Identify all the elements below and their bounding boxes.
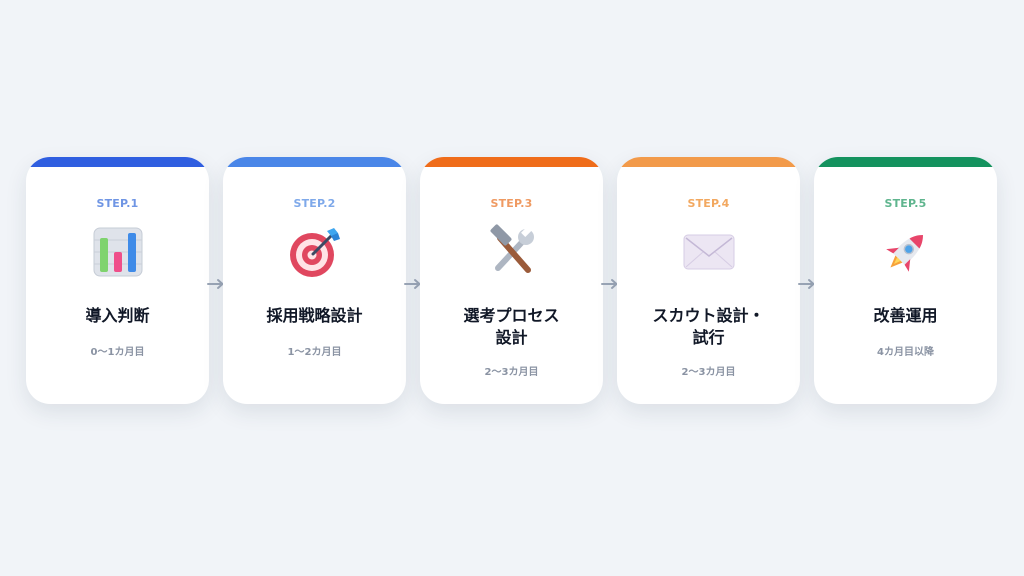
arrow-right-icon bbox=[404, 157, 421, 404]
step-flow: STEP.1 導入判断 0〜1カ月目 STEP.2 bbox=[26, 157, 997, 404]
arrow-right-icon bbox=[798, 157, 815, 404]
step-label: STEP.5 bbox=[884, 197, 927, 210]
step-card-2: STEP.2 採用戦略設計 1〜2カ月目 bbox=[223, 157, 406, 404]
step-color-bar bbox=[617, 157, 800, 167]
envelope-icon bbox=[681, 224, 737, 280]
arrow-right-icon bbox=[207, 157, 224, 404]
step-duration: 1〜2カ月目 bbox=[287, 347, 342, 358]
step-color-bar bbox=[26, 157, 209, 167]
step-label: STEP.1 bbox=[96, 197, 139, 210]
step-label: STEP.4 bbox=[687, 197, 730, 210]
rocket-icon bbox=[878, 224, 934, 280]
step-duration: 4カ月目以降 bbox=[877, 347, 934, 358]
step-title-line: スカウト設計・ bbox=[652, 306, 765, 325]
step-title: 改善運用 bbox=[824, 305, 987, 327]
step-color-bar bbox=[814, 157, 997, 167]
step-title-line: 設計 bbox=[495, 328, 528, 347]
step-title-line: 改善運用 bbox=[873, 306, 938, 325]
step-title-line: 選考プロセス bbox=[463, 306, 560, 325]
step-card-5: STEP.5 改善運用 4カ月目以降 bbox=[814, 157, 997, 404]
step-color-bar bbox=[223, 157, 406, 167]
step-label: STEP.2 bbox=[293, 197, 336, 210]
step-duration: 2〜3カ月目 bbox=[681, 367, 736, 378]
step-title: 採用戦略設計 bbox=[233, 305, 396, 327]
step-title-line: 導入判断 bbox=[85, 306, 150, 325]
step-label: STEP.3 bbox=[490, 197, 533, 210]
step-title-line: 採用戦略設計 bbox=[266, 306, 363, 325]
step-title: 導入判断 bbox=[36, 305, 199, 327]
step-title: 選考プロセス 設計 bbox=[430, 305, 593, 349]
step-title-line: 試行 bbox=[692, 328, 725, 347]
step-card-3: STEP.3 選考プロセス 設計 2〜3カ月目 bbox=[420, 157, 603, 404]
step-color-bar bbox=[420, 157, 603, 167]
step-duration: 2〜3カ月目 bbox=[484, 367, 539, 378]
arrow-right-icon bbox=[601, 157, 618, 404]
bar-chart-icon bbox=[90, 224, 146, 280]
step-card-4: STEP.4 スカウト設計・ 試行 2〜3カ月目 bbox=[617, 157, 800, 404]
step-title: スカウト設計・ 試行 bbox=[627, 305, 790, 349]
tools-icon bbox=[484, 224, 540, 280]
step-card-1: STEP.1 導入判断 0〜1カ月目 bbox=[26, 157, 209, 404]
step-duration: 0〜1カ月目 bbox=[90, 347, 145, 358]
target-icon bbox=[287, 224, 343, 280]
